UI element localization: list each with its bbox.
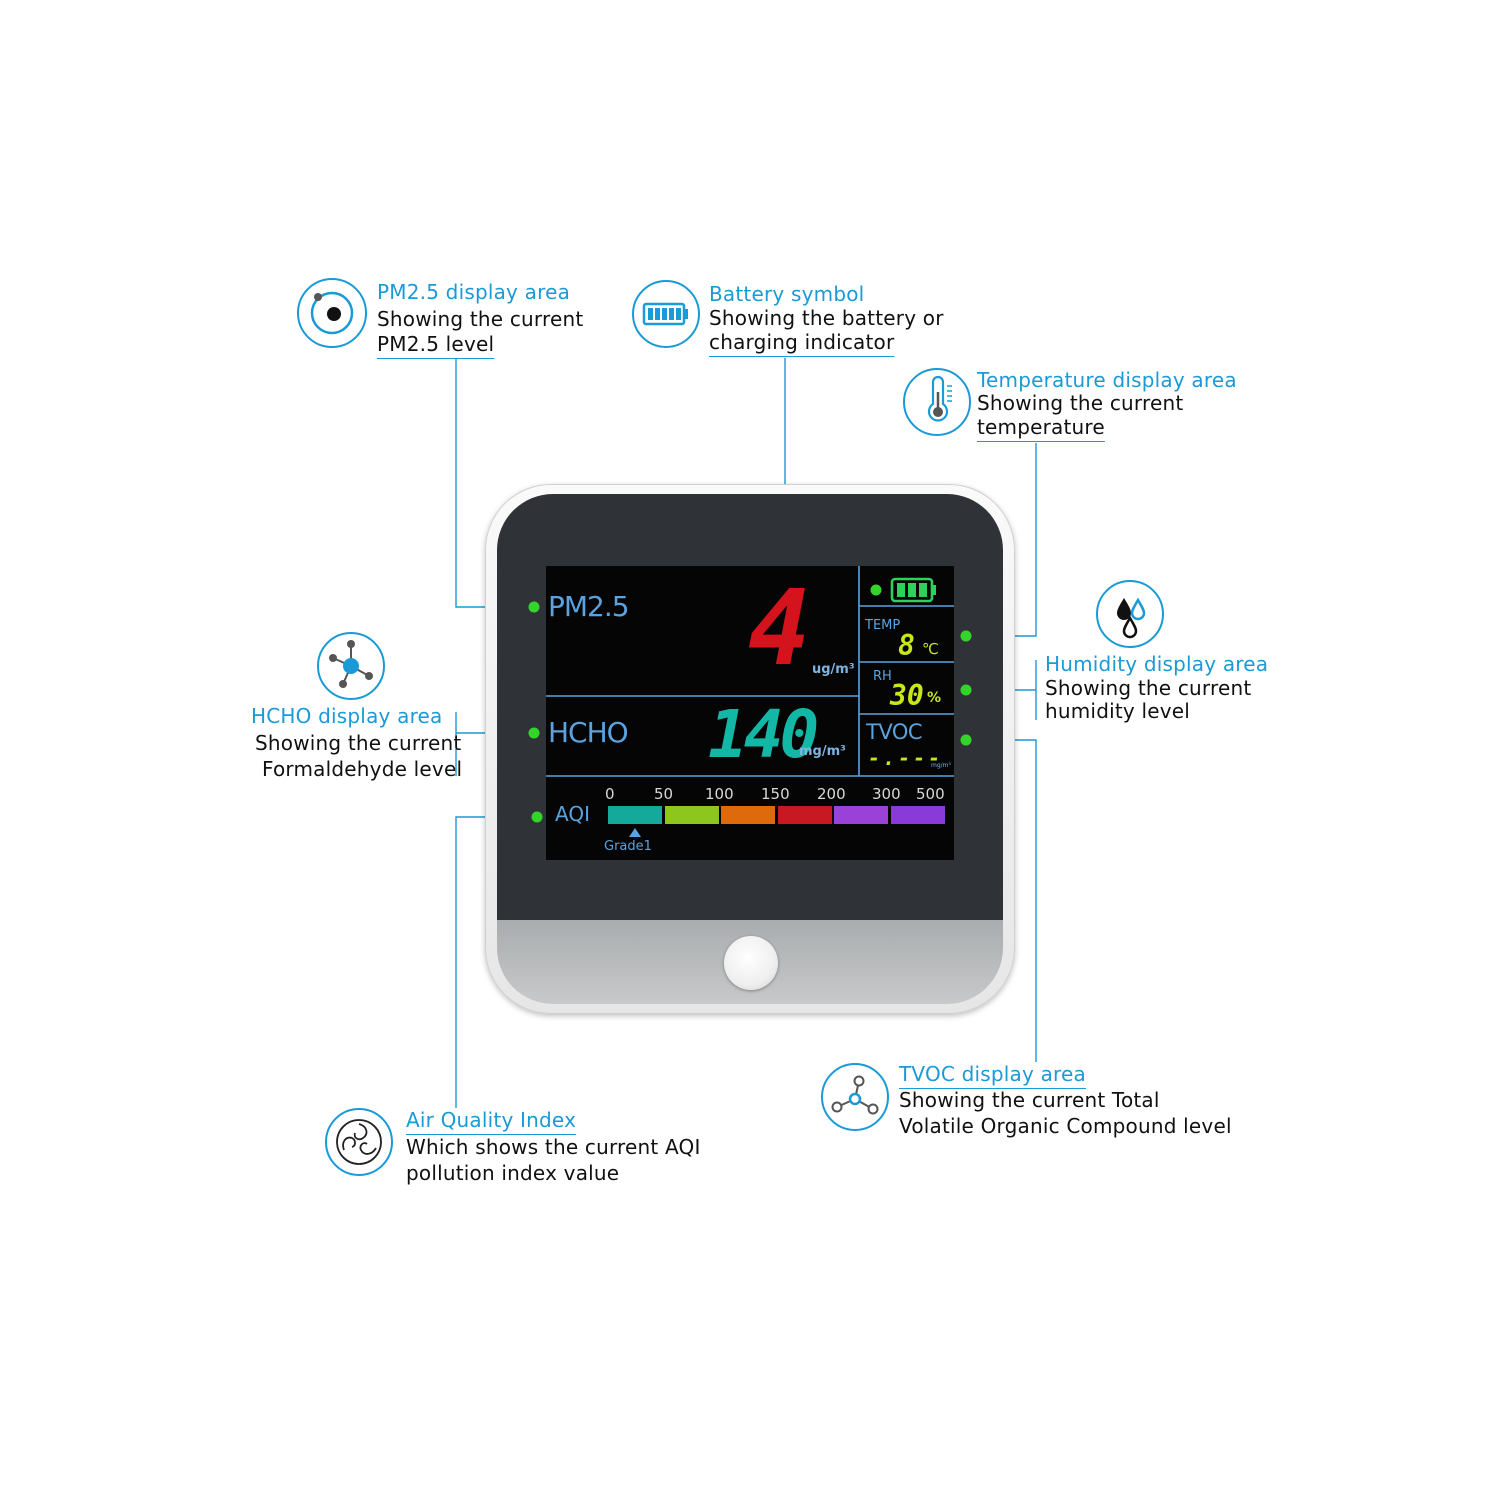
lcd-rh-value: 30 xyxy=(890,679,924,712)
lcd-hcho-value: 140 xyxy=(708,696,819,773)
swirl-icon xyxy=(336,1119,382,1165)
pm25-annotation-title: PM2.5 display area xyxy=(377,280,571,304)
hcho-icon-ring xyxy=(317,632,385,700)
lcd-aqi-label: AQI xyxy=(555,802,590,826)
pm25-dot xyxy=(528,601,540,613)
temperature-annotation-line2: temperature xyxy=(977,415,1105,439)
particle-target-icon xyxy=(310,291,354,335)
hcho-annotation-line2: Formaldehyde level xyxy=(262,757,463,781)
grade-pointer-icon xyxy=(629,828,641,837)
thermometer-icon xyxy=(927,375,952,422)
pm25-annotation-line2: PM2.5 level xyxy=(377,332,495,356)
lcd-hcho-unit: mg/m³ xyxy=(799,744,846,759)
aqi-segment-5 xyxy=(834,806,888,824)
aqi-scale-300: 300 xyxy=(872,785,901,803)
molecule-icon xyxy=(329,640,373,688)
battery-icon xyxy=(890,577,936,603)
hcho-annotation-line1: Showing the current xyxy=(255,731,462,755)
lcd-rh-label: RH xyxy=(873,669,892,684)
lcd-temp-label: TEMP xyxy=(865,618,901,633)
lcd-screen: PM2.5 4 ug/m³ TEMP 8 ℃ RH 30 % HCHO 140 … xyxy=(546,566,954,860)
tvoc-annotation-line2: Volatile Organic Compound level xyxy=(899,1114,1232,1138)
water-drops-icon xyxy=(1117,597,1146,639)
compound-node-icon xyxy=(831,1075,879,1115)
battery-annotation-title: Battery symbol xyxy=(709,282,865,306)
lcd-pm25-unit: ug/m³ xyxy=(812,662,855,677)
humidity-dot xyxy=(960,684,972,696)
temperature-annotation-line1: Showing the current xyxy=(977,391,1184,415)
aqi-scale-50: 50 xyxy=(654,785,674,803)
lcd-dividers xyxy=(546,566,954,777)
aqi-icon-ring xyxy=(325,1108,393,1176)
humidity-annotation-line2: humidity level xyxy=(1045,699,1191,723)
aqi-segment-1 xyxy=(608,806,662,824)
aqi-scale-0: 0 xyxy=(605,785,615,803)
aqi-scale-200: 200 xyxy=(817,785,846,803)
battery-annotation-line1: Showing the battery or xyxy=(709,306,944,330)
aqi-segment-3 xyxy=(721,806,775,824)
pm25-annotation-line1: Showing the current xyxy=(377,307,584,331)
battery-dot xyxy=(870,584,882,596)
aqi-segment-4 xyxy=(777,806,832,824)
lcd-temp-unit: ℃ xyxy=(922,640,939,658)
aqi-annotation-title: Air Quality Index xyxy=(406,1108,577,1132)
power-button[interactable] xyxy=(724,936,778,990)
pm25-icon-ring xyxy=(297,278,367,348)
aqi-segment-6 xyxy=(890,806,945,824)
aqi-scale-500: 500 xyxy=(916,785,945,803)
battery-large-icon xyxy=(642,302,688,326)
temperature-dot xyxy=(960,630,972,642)
aqi-segment-2 xyxy=(664,806,719,824)
tvoc-annotation-line1: Showing the current Total xyxy=(899,1088,1160,1112)
lcd-tvoc-label: TVOC xyxy=(866,720,923,744)
humidity-annotation-line1: Showing the current xyxy=(1045,676,1252,700)
lcd-pm25-value: 4 xyxy=(748,567,811,689)
aqi-grade-label: Grade1 xyxy=(604,839,652,854)
lcd-temp-value: 8 xyxy=(898,629,915,662)
aqi-annotation-line1: Which shows the current AQI xyxy=(406,1135,701,1159)
tvoc-annotation-title: TVOC display area xyxy=(899,1062,1086,1086)
lcd-pm25-label: PM2.5 xyxy=(548,590,630,623)
temperature-icon-ring xyxy=(903,368,971,436)
aqi-dot xyxy=(531,811,543,823)
aqi-scale-100: 100 xyxy=(705,785,734,803)
lcd-rh-unit: % xyxy=(927,690,942,706)
aqi-annotation-line2: pollution index value xyxy=(406,1161,620,1185)
humidity-icon-ring xyxy=(1096,580,1164,648)
battery-icon-ring xyxy=(632,280,700,348)
aqi-scale-150: 150 xyxy=(761,785,790,803)
lcd-hcho-label: HCHO xyxy=(548,716,629,749)
temperature-annotation-title: Temperature display area xyxy=(977,368,1237,392)
humidity-annotation-title: Humidity display area xyxy=(1045,652,1269,676)
lcd-tvoc-value: -.--- xyxy=(868,746,944,770)
tvoc-icon-ring xyxy=(821,1063,889,1131)
hcho-annotation-title: HCHO display area xyxy=(251,704,443,728)
lcd-tvoc-unit: mg/m³ xyxy=(931,762,951,769)
hcho-dot xyxy=(528,727,540,739)
tvoc-dot xyxy=(960,734,972,746)
battery-annotation-line2: charging indicator xyxy=(709,330,895,354)
